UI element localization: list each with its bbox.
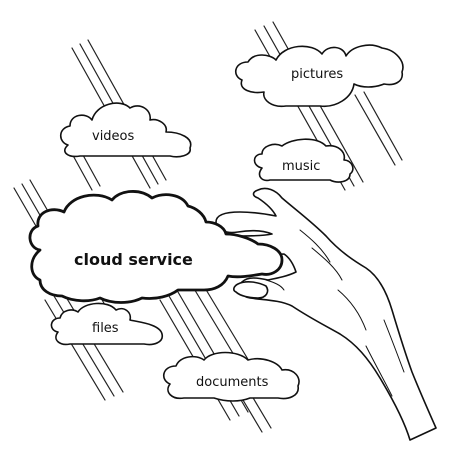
- cloud-files-label: files: [92, 321, 119, 336]
- cloud-pictures: [235, 44, 404, 108]
- cloud-main: [28, 190, 284, 304]
- cloud-videos-label: videos: [92, 129, 135, 144]
- cloud-documents-label: documents: [196, 375, 269, 390]
- cloud-music: [253, 138, 354, 183]
- hand-icon: [215, 187, 437, 441]
- hand-finger-icon: [233, 281, 269, 299]
- cloud-pictures-label: pictures: [291, 67, 344, 82]
- cloud-music-label: music: [282, 159, 321, 174]
- cloud-files: [50, 302, 164, 346]
- cloud-videos: [59, 102, 192, 158]
- cloud-documents: [163, 351, 300, 402]
- cloud-main-label: cloud service: [74, 250, 193, 269]
